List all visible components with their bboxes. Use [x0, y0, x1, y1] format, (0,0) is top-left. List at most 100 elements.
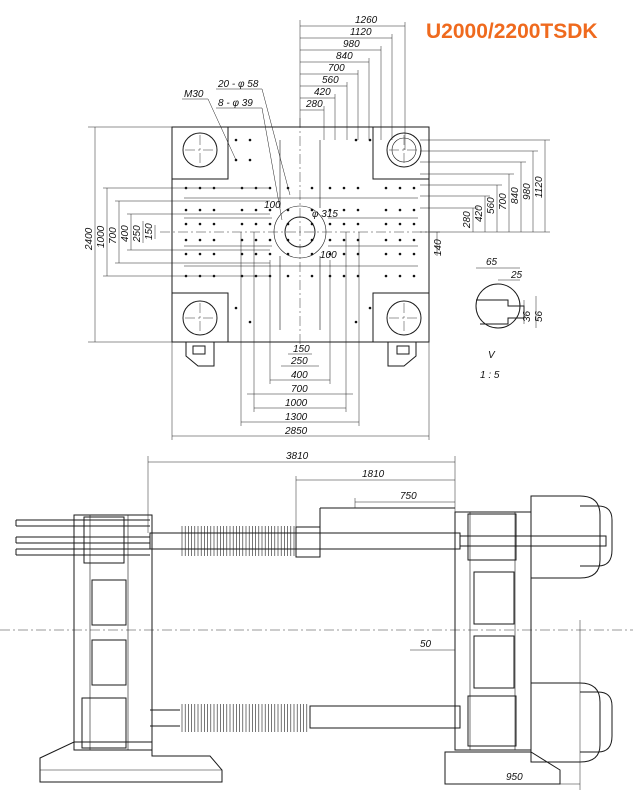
fixed-block-lower	[467, 695, 517, 747]
bolt-hole	[212, 222, 216, 226]
dim-840-right: 840	[510, 187, 521, 204]
dim-400-bottom: 400	[291, 370, 308, 381]
bolt-hole	[398, 252, 402, 256]
bolt-hole	[248, 320, 252, 324]
platen-right-dimensions: 1120 980 840 700 560 420 280 140	[420, 139, 550, 256]
dim-1260: 1260	[355, 15, 378, 26]
bolt-hole	[398, 238, 402, 242]
bolt-hole	[398, 186, 402, 190]
rear-cylinder-upper	[91, 579, 127, 626]
bolt-hole	[310, 238, 314, 242]
fixed-cylinder-lower	[473, 635, 515, 689]
bolt-hole	[248, 138, 252, 142]
dim-280-right: 280	[462, 211, 473, 229]
upper-tie-bar	[149, 532, 461, 550]
dim-700-right: 700	[498, 193, 509, 210]
cylinder-cap-lower	[580, 691, 613, 753]
bolt-hole	[412, 238, 416, 242]
bolt-hole	[384, 274, 388, 278]
dim-1300-bottom: 1300	[285, 412, 308, 423]
bolt-hole	[384, 186, 388, 190]
bolt-hole	[412, 274, 416, 278]
bolt-hole	[354, 138, 358, 142]
machine-side-view	[0, 495, 633, 785]
dim-980: 980	[343, 39, 360, 50]
dim-150-left: 150	[144, 223, 155, 240]
bolt-hole	[268, 238, 272, 242]
fixed-platen-outline	[454, 511, 532, 751]
bolt-hole	[268, 222, 272, 226]
bolt-hole	[342, 186, 346, 190]
thread-callout: M30	[184, 89, 204, 100]
bolt-hole	[342, 208, 346, 212]
foot-pad-left	[192, 345, 206, 355]
platen-outline	[171, 126, 430, 343]
t-slot-profile	[476, 299, 525, 325]
leader-line	[261, 107, 283, 221]
bolt-hole	[248, 158, 252, 162]
leader-line	[261, 88, 291, 196]
bolt-hole	[412, 186, 416, 190]
dim-250-bottom: 250	[290, 356, 308, 367]
detail-view-v: 65 25 36 56 V 1 : 5	[475, 257, 545, 381]
detail-dim-65: 65	[486, 257, 498, 268]
dim-700-bottom: 700	[291, 384, 308, 395]
bolt-hole	[254, 208, 258, 212]
bolt-hole	[310, 252, 314, 256]
platen-callouts: M30 20 - φ 58 8 - φ 39	[182, 79, 291, 221]
locating-ring-hole	[284, 216, 316, 248]
platen-foot-left	[185, 341, 215, 367]
bolt-hole	[384, 252, 388, 256]
bolt-hole	[240, 222, 244, 226]
detail-dim-25: 25	[510, 270, 523, 281]
dim-420: 420	[314, 87, 331, 98]
lower-bellows	[181, 704, 308, 732]
bolt-hole	[342, 252, 346, 256]
bolt-hole	[198, 208, 202, 212]
dim-50: 50	[420, 639, 432, 650]
dim-420-right: 420	[474, 205, 485, 222]
bolt-hole	[310, 208, 314, 212]
bolt-hole	[254, 222, 258, 226]
bolt-hole	[356, 222, 360, 226]
cylinder-cap-upper	[580, 505, 613, 567]
machine-model-title: U2000/2200TSDK	[426, 20, 598, 43]
dim-980-right: 980	[522, 183, 533, 200]
fixed-cylinder-upper	[473, 571, 515, 625]
upper-bellows	[181, 526, 295, 556]
dim-2850-bottom: 2850	[284, 426, 308, 437]
bolt-hole	[198, 238, 202, 242]
bolt-hole	[398, 208, 402, 212]
bolt-hole	[286, 208, 290, 212]
tiebar-hole-bl	[182, 300, 218, 336]
dim-560: 560	[322, 75, 339, 86]
leader-line	[207, 98, 237, 161]
tiebar-hole-tl	[182, 132, 218, 168]
bolt-hole	[254, 252, 258, 256]
dim-1000: 1000	[96, 225, 107, 248]
dim-400-left: 400	[120, 225, 131, 242]
bolt-hole	[310, 186, 314, 190]
bolt-hole	[240, 238, 244, 242]
bolt-hole	[212, 208, 216, 212]
hole-callout-39: 8 - φ 39	[218, 98, 253, 109]
clamp-cylinder-upper	[530, 495, 601, 579]
bolt-hole	[384, 238, 388, 242]
bolt-hole	[356, 186, 360, 190]
bolt-hole	[212, 252, 216, 256]
side-view-dimensions: 3810 1810 750 50 950	[147, 451, 581, 790]
hole-callout-58: 20 - φ 58	[217, 79, 259, 90]
tiebar-ear-tl	[171, 126, 229, 180]
rear-platen-base	[39, 741, 223, 783]
tiebar-hole-br	[386, 300, 422, 336]
tiebar-hole-tr	[386, 132, 422, 168]
rear-platen-outline	[73, 514, 153, 751]
foot-pad-right	[396, 345, 410, 355]
dim-700-left: 700	[108, 227, 119, 244]
bolt-hole	[412, 252, 416, 256]
bolt-hole	[342, 222, 346, 226]
bolt-hole	[356, 274, 360, 278]
dim-1120-right: 1120	[534, 176, 545, 198]
bolt-hole	[268, 252, 272, 256]
